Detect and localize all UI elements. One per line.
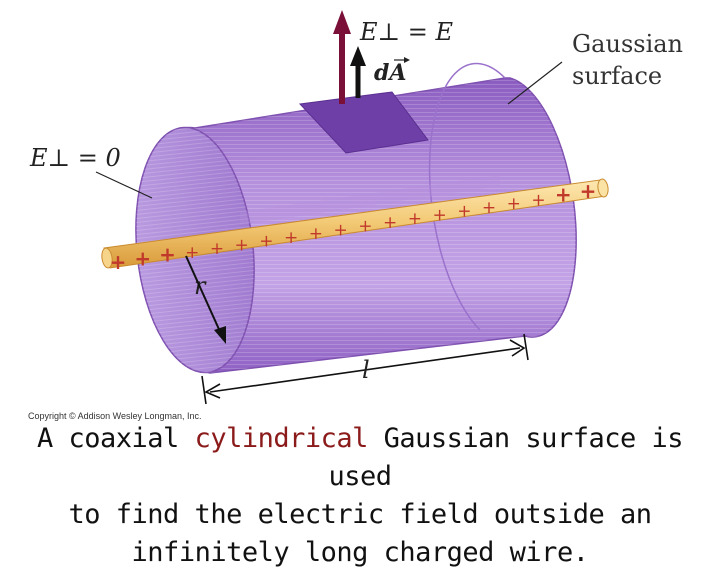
wire-left-end	[101, 247, 113, 269]
positive-charge-mark: +	[432, 205, 446, 225]
positive-charge-mark: +	[110, 250, 127, 274]
field-arrow-e	[333, 10, 351, 104]
positive-charge-mark: +	[507, 194, 521, 214]
diagram-canvas: ++++++++++++++++++++ E⊥ = E dA Gaussian …	[28, 10, 683, 421]
e-perp-zero-pointer	[95, 171, 153, 199]
positive-charge-mark: +	[555, 183, 572, 207]
cylinder-front-overlay	[240, 175, 500, 225]
copyright-notice: Copyright © Addison Wesley Longman, Inc.	[28, 411, 202, 421]
label-e-perp-equals-e: E⊥ = E	[359, 18, 453, 46]
positive-charge-mark: +	[358, 217, 372, 237]
label-dA: dA	[374, 60, 406, 86]
positive-charge-mark: +	[531, 190, 545, 210]
positive-charge-mark: +	[210, 239, 224, 259]
area-element-patch	[298, 91, 429, 154]
positive-charge-mark: +	[482, 198, 496, 218]
wire-right-end	[597, 178, 609, 198]
area-vector-arrow	[350, 46, 366, 98]
caption-highlight: cylindrical	[194, 423, 369, 454]
charged-wire: + + + + + + + + + + + + + + + + + + + +	[101, 178, 609, 274]
label-surface: surface	[572, 62, 662, 90]
label-gaussian: Gaussian	[572, 30, 683, 58]
gaussian-surface-pointer	[507, 61, 563, 105]
label-length: l	[362, 356, 370, 384]
caption-line-1: A coaxial cylindrical Gaussian surface i…	[0, 420, 720, 496]
radius-arrow	[185, 255, 226, 344]
positive-charge-mark: +	[309, 224, 323, 244]
caption-part-2: Gaussian surface is used	[328, 423, 683, 492]
positive-charge-mark: +	[235, 235, 249, 255]
positive-charge-mark: +	[284, 228, 298, 248]
wire-charges: + + + + + + + + + + + + + + + + + + + +	[110, 179, 597, 274]
positive-charge-mark: +	[334, 220, 348, 240]
label-e-perp-zero: E⊥ = 0	[29, 144, 121, 172]
positive-charge-mark: +	[580, 179, 597, 203]
right-end-cap-edge	[428, 62, 506, 331]
caption: A coaxial cylindrical Gaussian surface i…	[0, 420, 720, 572]
length-arrow	[201, 333, 529, 405]
dA-vector-arrow-head	[404, 57, 410, 63]
caption-part-1: A coaxial	[37, 423, 195, 454]
positive-charge-mark: +	[159, 243, 176, 267]
caption-line-2: to find the electric field outside an	[68, 499, 652, 530]
positive-charge-mark: +	[185, 243, 199, 263]
positive-charge-mark: +	[134, 246, 151, 270]
positive-charge-mark: +	[457, 202, 471, 222]
positive-charge-mark: +	[259, 232, 273, 252]
positive-charge-mark: +	[408, 209, 422, 229]
positive-charge-mark: +	[383, 213, 397, 233]
